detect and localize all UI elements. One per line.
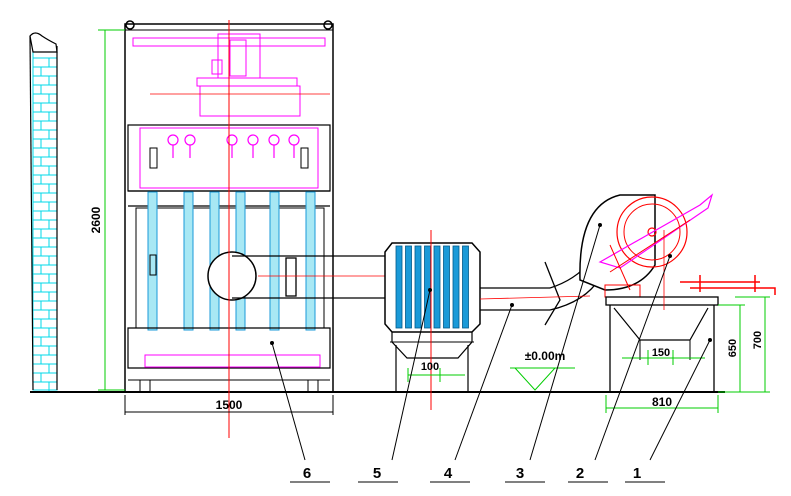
filter-bag — [183, 191, 194, 331]
dim-width-pit: 810 — [652, 395, 672, 409]
dim-floor-level: ±0.00m — [525, 349, 566, 363]
fan-base-pit — [605, 230, 776, 392]
dim-width-main: 1500 — [216, 398, 243, 412]
dim-height-total: 2600 — [89, 206, 103, 233]
carbon-panel — [443, 245, 450, 329]
callout-3: 3 — [516, 465, 524, 482]
lifting-lug-left — [125, 20, 135, 30]
callout-2: 2 — [576, 465, 584, 482]
inlet-port — [207, 251, 257, 301]
carbon-filter-box — [384, 230, 481, 410]
carbon-panels — [395, 245, 469, 329]
carbon-panel — [405, 245, 412, 329]
carbon-panel — [452, 245, 460, 329]
dim-height-pit-total: 700 — [752, 331, 764, 349]
carbon-panel — [433, 245, 441, 329]
callout-dots — [270, 223, 712, 345]
filter-bag — [305, 191, 316, 331]
dimension-lines — [98, 29, 770, 415]
lifting-lug-right — [323, 20, 333, 30]
carbon-panel — [424, 245, 431, 329]
carbon-panel — [395, 245, 403, 329]
brick-wall — [29, 32, 58, 391]
callout-6: 6 — [303, 465, 311, 482]
duct-main — [232, 255, 385, 299]
pulse-valves — [167, 134, 300, 158]
filter-bag — [147, 191, 158, 331]
callout-5: 5 — [373, 465, 381, 482]
main-cabinet — [124, 20, 334, 438]
dim-width-tower-base: 100 — [421, 361, 439, 373]
filter-bag — [269, 191, 280, 331]
callout-1: 1 — [633, 465, 641, 482]
callout-leaders — [271, 224, 711, 483]
carbon-panel — [414, 245, 422, 329]
dim-width-pit-inner: 150 — [652, 347, 670, 359]
callout-4: 4 — [444, 465, 453, 482]
dim-height-pit: 650 — [727, 339, 739, 357]
carbon-panel — [462, 245, 469, 329]
